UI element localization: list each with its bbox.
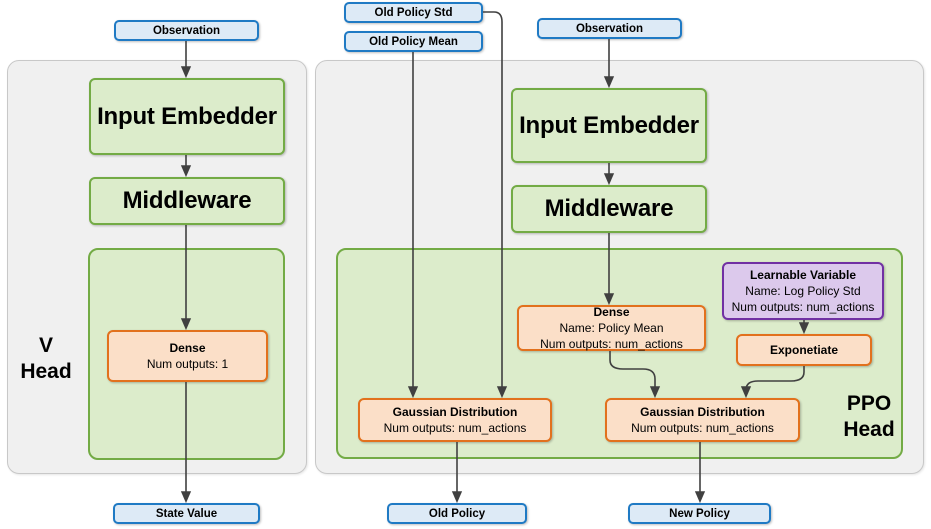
- v-head-input-embedder[interactable]: Input Embedder: [89, 78, 285, 155]
- learnable-variable-line2: Name: Log Policy Std: [745, 283, 861, 298]
- ppo-head-dense-policy-mean[interactable]: Dense Name: Policy Mean Num outputs: num…: [517, 305, 706, 351]
- input-old-policy-mean-label: Old Policy Mean: [369, 35, 458, 48]
- ppo-head-label-line2: Head: [843, 418, 895, 441]
- v-head-input-embedder-label: Input Embedder: [97, 102, 277, 130]
- ppo-head-dense-line3: Num outputs: num_actions: [540, 336, 683, 351]
- exponetiate-title: Exponetiate: [769, 342, 838, 357]
- input-observation-left-label: Observation: [152, 24, 221, 37]
- input-old-policy-std[interactable]: Old Policy Std: [344, 2, 483, 23]
- ppo-head-input-embedder[interactable]: Input Embedder: [511, 88, 707, 163]
- output-old-policy[interactable]: Old Policy: [387, 503, 527, 524]
- input-old-policy-mean[interactable]: Old Policy Mean: [344, 31, 483, 52]
- learnable-variable-title: Learnable Variable: [749, 267, 857, 282]
- v-head-middleware[interactable]: Middleware: [89, 177, 285, 225]
- ppo-head-middleware-label: Middleware: [544, 195, 674, 222]
- input-observation-left[interactable]: Observation: [114, 20, 259, 41]
- ppo-head-label: PPO Head: [823, 391, 915, 443]
- output-state-value-label: State Value: [155, 507, 218, 520]
- v-head-middleware-label: Middleware: [122, 187, 252, 214]
- input-observation-right-label: Observation: [575, 22, 644, 35]
- v-head-label-line2: Head: [20, 360, 72, 383]
- input-old-policy-std-label: Old Policy Std: [374, 6, 453, 19]
- ppo-head-learnable-variable[interactable]: Learnable Variable Name: Log Policy Std …: [722, 262, 884, 320]
- v-head-dense-title: Dense: [169, 340, 206, 355]
- output-new-policy[interactable]: New Policy: [628, 503, 771, 524]
- ppo-head-gaussian-old[interactable]: Gaussian Distribution Num outputs: num_a…: [358, 398, 552, 442]
- v-head-dense-line2: Num outputs: 1: [146, 356, 229, 371]
- gaussian-new-title: Gaussian Distribution: [640, 404, 765, 419]
- v-head-dense[interactable]: Dense Num outputs: 1: [107, 330, 268, 382]
- ppo-head-gaussian-new[interactable]: Gaussian Distribution Num outputs: num_a…: [605, 398, 800, 442]
- ppo-head-input-embedder-label: Input Embedder: [519, 111, 699, 139]
- learnable-variable-line3: Num outputs: num_actions: [731, 299, 875, 314]
- ppo-head-exponetiate[interactable]: Exponetiate: [736, 334, 872, 366]
- ppo-head-dense-title: Dense: [593, 304, 630, 319]
- v-head-label-line1: V: [38, 334, 53, 357]
- v-head-label: V Head: [10, 333, 82, 385]
- gaussian-old-title: Gaussian Distribution: [392, 404, 518, 419]
- ppo-head-dense-line2: Name: Policy Mean: [559, 320, 664, 335]
- output-new-policy-label: New Policy: [669, 507, 730, 520]
- ppo-head-label-line1: PPO: [846, 392, 892, 415]
- output-old-policy-label: Old Policy: [428, 507, 486, 520]
- gaussian-old-line2: Num outputs: num_actions: [383, 420, 527, 435]
- gaussian-new-line2: Num outputs: num_actions: [631, 420, 774, 435]
- ppo-head-middleware[interactable]: Middleware: [511, 185, 707, 233]
- output-state-value[interactable]: State Value: [113, 503, 260, 524]
- input-observation-right[interactable]: Observation: [537, 18, 682, 39]
